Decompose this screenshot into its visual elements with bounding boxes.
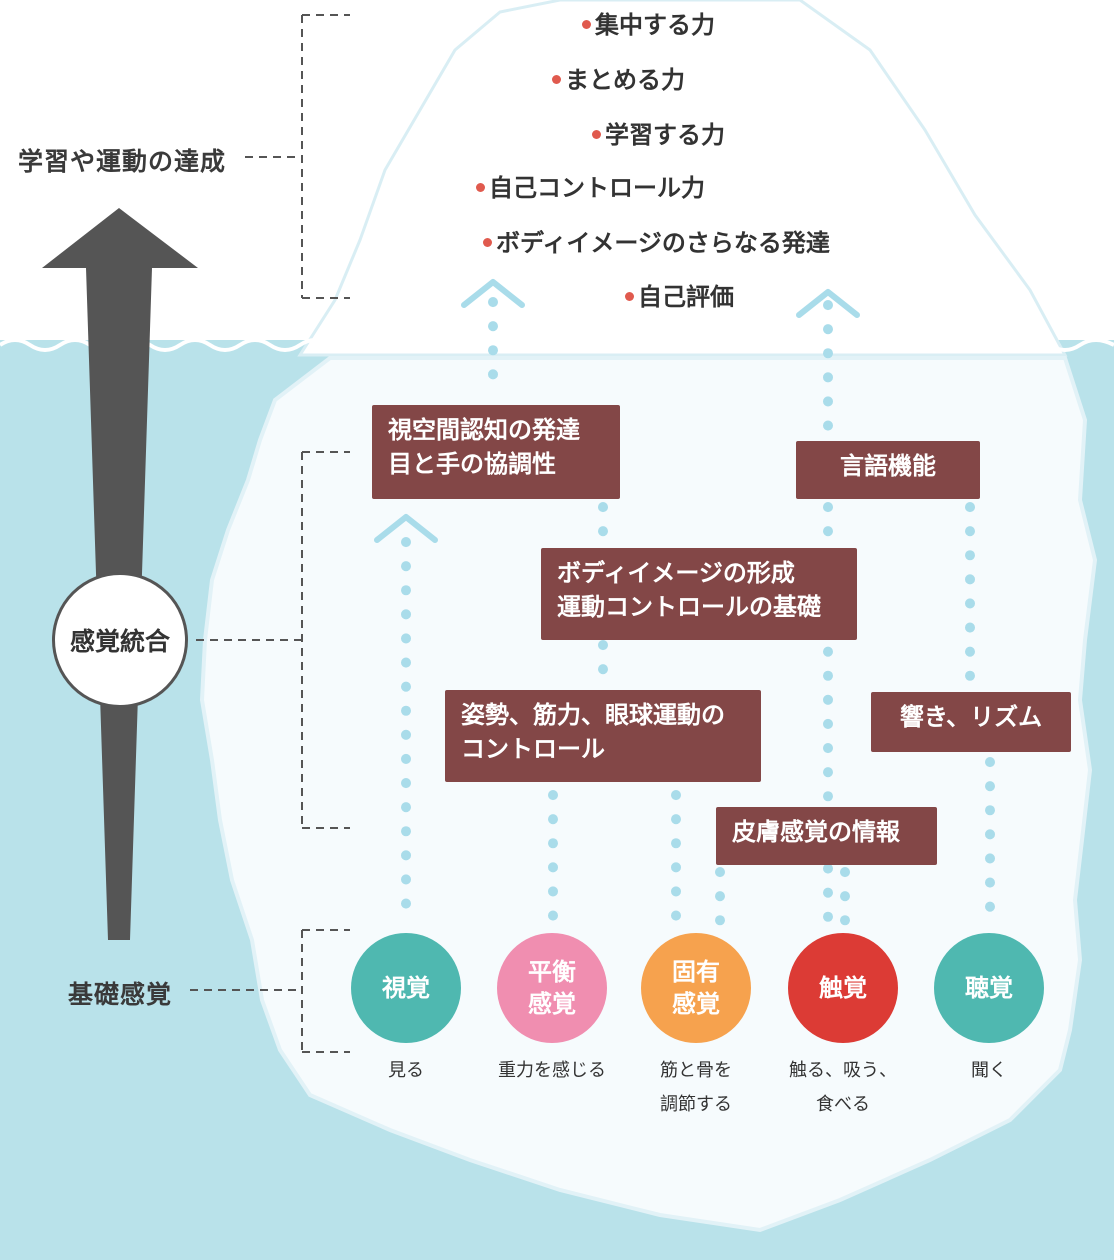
sense-caption-hearing: 聞く [971, 1060, 1007, 1081]
bullet-icon [625, 291, 634, 301]
waterline [0, 338, 1114, 352]
sense-name: 視覚 [382, 974, 430, 1002]
integration-hub-circle: 感覚統合 [52, 572, 188, 708]
sense-circle-vision: 視覚 [351, 933, 461, 1043]
bracket-achievement [245, 14, 350, 299]
tip-item-self-control: 自己コントロール力 [476, 168, 705, 203]
sense-caption-proprioception: 筋と骨を 調節する [660, 1060, 732, 1115]
sense-name: 聴覚 [965, 974, 1013, 1002]
box-skin: 皮膚感覚の情報 [716, 807, 937, 865]
tip-item-self-evaluation: 自己評価 [625, 277, 734, 312]
box-rhythm: 響き、リズム [871, 692, 1071, 752]
bullet-icon [552, 74, 561, 84]
achievement-label: 学習や運動の達成 [18, 147, 227, 176]
tip-item-focus: 集中する力 [582, 5, 715, 40]
box-posture: 姿勢、筋力、眼球運動の コントロール [445, 690, 761, 782]
sense-circle-proprioception: 固有感覚 [641, 933, 751, 1043]
bullet-icon [476, 182, 485, 192]
sense-caption-touch: 触る、吸う、 食べる [789, 1060, 897, 1115]
sense-circle-touch: 触覚 [788, 933, 898, 1043]
sense-name: 固有感覚 [672, 958, 720, 1018]
bracket-integration [196, 451, 350, 829]
box-language: 言語機能 [796, 441, 980, 499]
bullet-icon [483, 237, 492, 247]
dotted-connectors [401, 297, 995, 1005]
sense-circle-hearing: 聴覚 [934, 933, 1044, 1043]
tip-item-body-image: ボディイメージのさらなる発達 [483, 223, 830, 258]
box-visual-space: 視空間認知の発達 目と手の協調性 [372, 405, 620, 499]
bracket-basic [190, 929, 350, 1053]
sense-caption-balance: 重力を感じる [498, 1060, 606, 1081]
chevrons [374, 279, 860, 543]
basic-sense-label: 基礎感覚 [68, 980, 173, 1009]
sense-caption-vision: 見る [388, 1060, 424, 1081]
tip-item-learning: 学習する力 [592, 115, 725, 150]
tip-item-summarize: まとめる力 [552, 60, 685, 95]
bullet-icon [592, 129, 601, 139]
sense-name: 平衡感覚 [528, 958, 576, 1018]
integration-label: 感覚統合 [69, 627, 170, 656]
iceberg-tip-shape [297, 0, 1068, 357]
box-body-image: ボディイメージの形成 運動コントロールの基礎 [541, 548, 857, 640]
sense-name: 触覚 [819, 974, 867, 1002]
bullet-icon [582, 19, 591, 29]
sense-circle-balance: 平衡感覚 [497, 933, 607, 1043]
